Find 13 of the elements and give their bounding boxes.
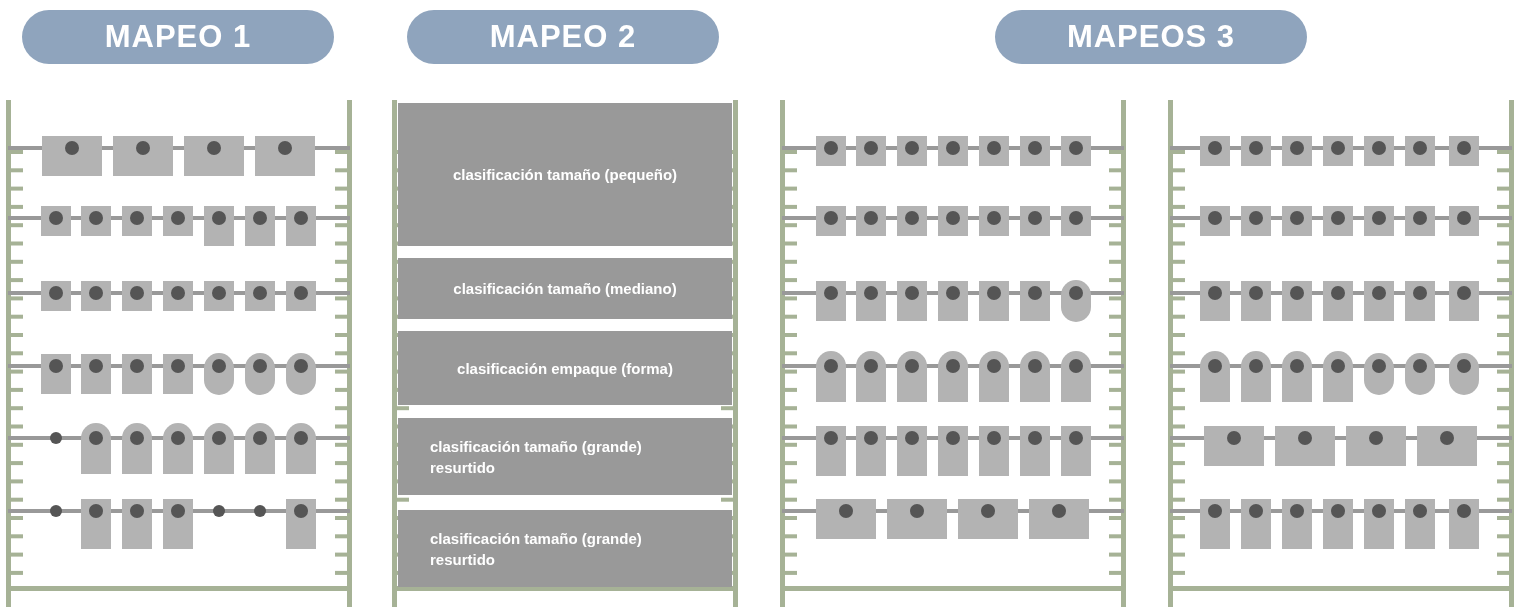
- section-heading: MAPEO 1: [22, 10, 334, 64]
- category-band: [398, 103, 732, 246]
- category-band: [398, 418, 732, 495]
- category-label: clasificación tamaño (mediano): [453, 279, 677, 299]
- category-label: clasificación tamaño (pequeño): [452, 165, 678, 185]
- category-band: [398, 331, 732, 405]
- section-heading: MAPEO 2: [407, 10, 719, 64]
- category-label: clasificación empaque (forma): [457, 358, 673, 379]
- category-band: [398, 510, 732, 587]
- category-label: clasificación tamaño (grande) resurtido: [430, 436, 643, 478]
- section-heading: MAPEOS 3: [995, 10, 1307, 64]
- category-band: [398, 258, 732, 319]
- category-label: clasificación tamaño (grande) resurtido: [430, 528, 643, 570]
